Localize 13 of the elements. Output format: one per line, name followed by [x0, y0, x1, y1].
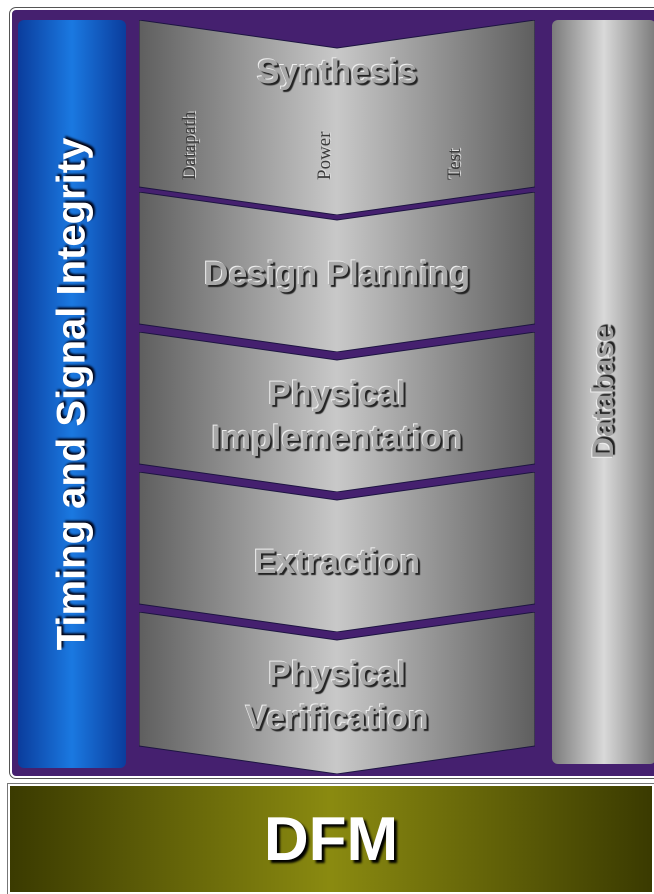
stage-title: Design Planning — [202, 254, 472, 296]
sub-label: Power — [314, 131, 336, 180]
sub-label: Datapath — [179, 111, 201, 180]
stage-title: Synthesis — [256, 52, 420, 94]
bottom-band — [8, 784, 654, 894]
stage-title: Physical Implementation — [210, 374, 464, 460]
background-panel — [10, 8, 654, 778]
stage-title: Extraction — [252, 542, 422, 583]
sub-label: Test — [444, 148, 466, 180]
stage-title: Physical Verification — [244, 654, 430, 740]
bar-title: Database — [587, 325, 621, 459]
band-title: DFM — [264, 804, 398, 874]
bar-title: Timing and Signal Integrity — [50, 138, 94, 650]
